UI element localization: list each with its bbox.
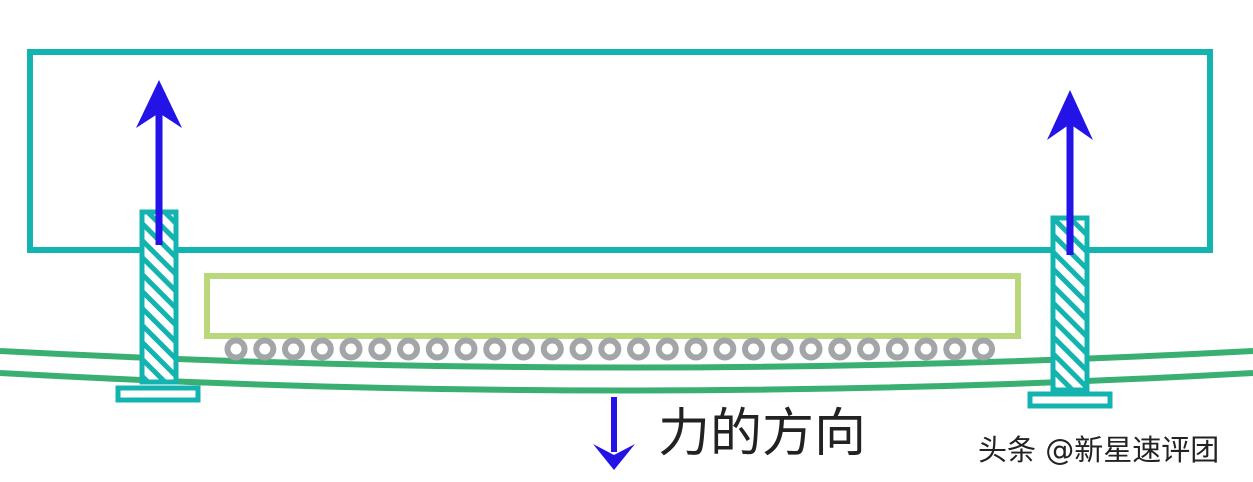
solder-ball xyxy=(253,337,277,361)
solder-ball xyxy=(828,337,852,361)
solder-ball xyxy=(627,337,650,361)
solder-ball xyxy=(943,337,967,361)
solder-ball xyxy=(368,337,392,361)
force-arrow-down-icon xyxy=(593,397,635,470)
solder-ball xyxy=(857,337,880,361)
solder-ball xyxy=(713,337,737,361)
solder-ball xyxy=(512,337,535,361)
solder-ball xyxy=(598,337,622,361)
solder-ball xyxy=(655,337,679,361)
force-direction-label: 力的方向 xyxy=(658,404,867,464)
solder-ball xyxy=(742,337,765,361)
solder-ball xyxy=(569,337,593,361)
solder-ball xyxy=(684,337,708,361)
solder-ball xyxy=(540,337,564,361)
solder-ball xyxy=(972,337,995,361)
solder-ball xyxy=(914,337,938,361)
solder-ball xyxy=(885,337,909,361)
solder-ball xyxy=(425,337,449,361)
solder-ball xyxy=(397,337,420,361)
solder-ball xyxy=(770,337,794,361)
solder-ball xyxy=(310,337,334,361)
solder-ball xyxy=(799,337,823,361)
watermark-text: 头条 @新星速评团 xyxy=(978,433,1220,467)
solder-ball xyxy=(282,337,305,361)
cover-plate xyxy=(27,49,1213,253)
right-arrow-up-icon xyxy=(1047,90,1093,255)
solder-ball xyxy=(339,337,363,361)
solder-ball xyxy=(224,337,248,361)
solder-ball xyxy=(483,337,507,361)
chip-package xyxy=(204,273,1021,339)
left-arrow-up-icon xyxy=(136,80,182,245)
right-standoff-base xyxy=(1027,391,1113,409)
left-standoff-base xyxy=(115,385,201,403)
solder-ball xyxy=(454,337,478,361)
solder-ball-row xyxy=(224,337,995,361)
